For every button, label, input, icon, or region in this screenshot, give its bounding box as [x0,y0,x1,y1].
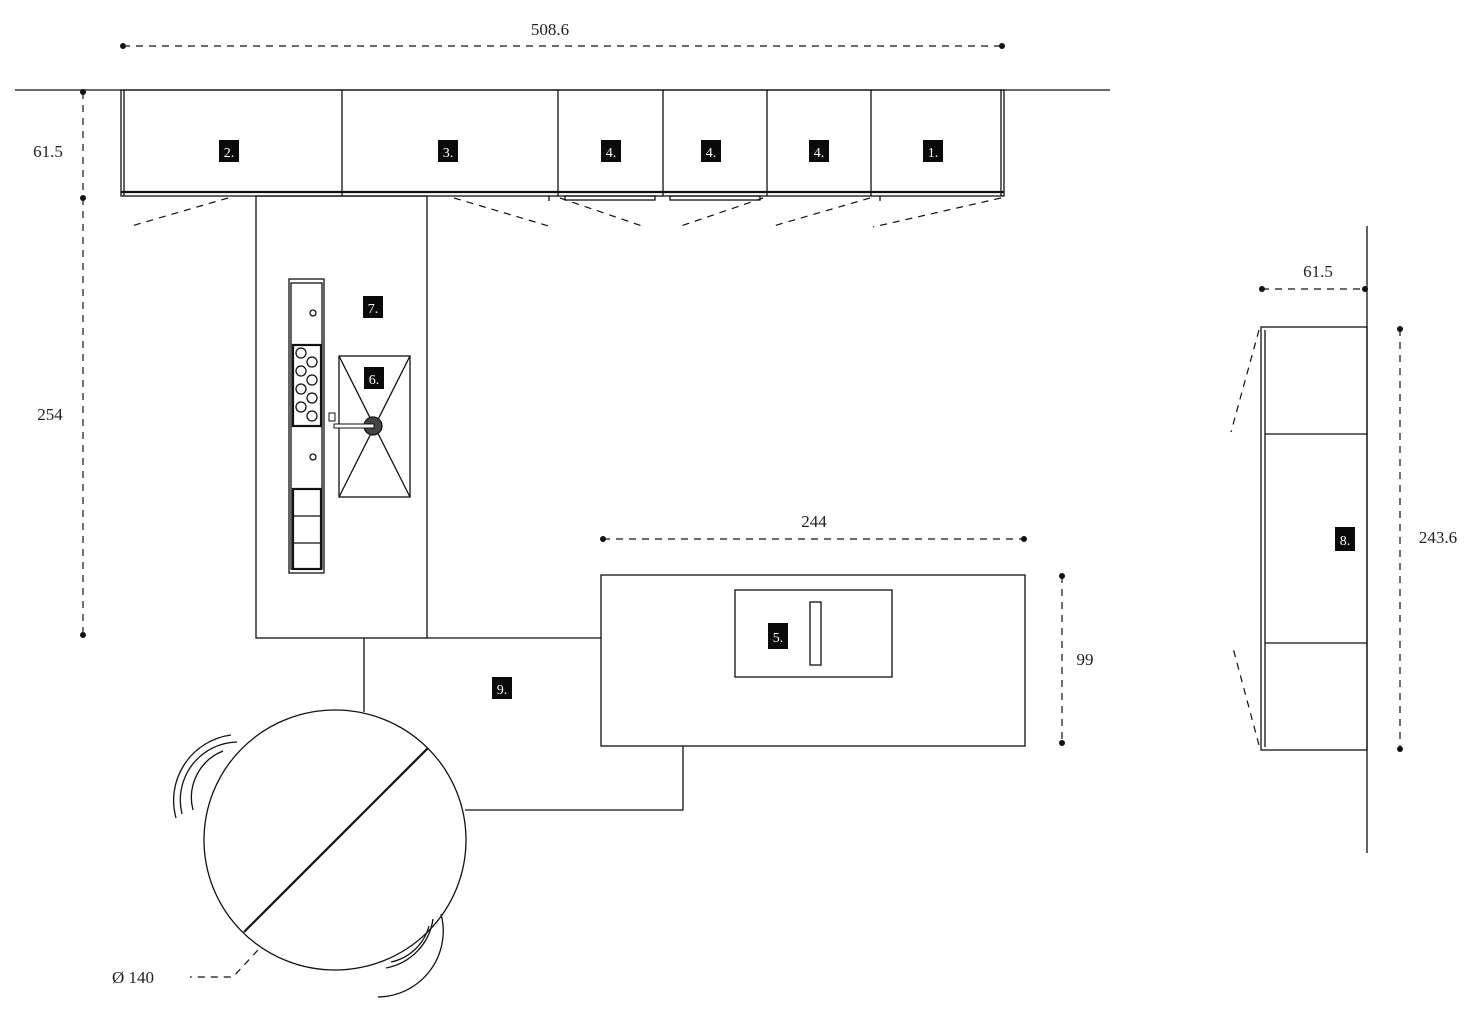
label-badge-4: 4. [701,140,721,162]
burner [295,365,307,377]
dimension-endpoint [1059,740,1065,746]
dimension-label: Ø 140 [112,968,154,987]
door-swing [1232,647,1260,746]
dimension-endpoint [80,632,86,638]
island-outline [600,574,1026,747]
cooktop-strip [288,278,325,574]
dimension-endpoint [80,195,86,201]
chair-back [173,734,232,819]
burner [295,401,307,413]
label-badge-4: 4. [601,140,621,162]
dimension-endpoint [80,89,86,95]
label-badge-1: 1. [923,140,943,162]
dimension-label: 254 [37,405,63,424]
dimension-endpoint [120,43,126,49]
dimension-label: 508.6 [531,20,569,39]
burner [295,347,307,359]
badge-text: 1. [928,146,939,161]
faucet-icon [333,423,375,429]
drawer-insert [291,487,323,571]
door-swing [453,197,553,228]
badge-text: 8. [1340,534,1351,549]
badge-text: 2. [224,146,235,161]
badge-text: 4. [814,146,825,161]
knob [309,453,317,461]
label-badge-7: 7. [363,296,383,318]
back-wall-run [15,89,1110,228]
dimension-label: 61.5 [33,142,63,161]
dimension-tall-unit-depth: 61.5 [1259,262,1368,292]
door-swing [127,197,229,228]
counter-edge [465,746,684,811]
faucet-base [328,412,336,422]
dimension-endpoint [1259,286,1265,292]
badge-text: 4. [606,146,617,161]
label-badge-5: 5. [768,623,788,649]
door-swing [677,197,764,228]
burner [295,383,307,395]
peninsula-outline [255,195,428,639]
dimension-endpoint [600,536,606,542]
dimension-endpoint [1362,286,1368,292]
label-badge-8: 8. [1335,527,1355,551]
burner-panel [291,343,323,428]
door-swing [872,197,1002,228]
dimension-endpoint [1397,326,1403,332]
dimension-leader [190,949,259,978]
dimension-back-wall-length: 508.6 [120,20,1005,49]
table-split-line [243,747,429,933]
badge-text: 9. [497,683,508,698]
dimension-endpoint [999,43,1005,49]
label-badge-6: 6. [364,367,384,389]
door-swing [559,197,646,228]
dimension-tall-unit-length: 243.6 [1397,326,1457,752]
tall-unit [1230,226,1368,853]
burner [306,392,318,404]
dimension-label: 99 [1077,650,1094,669]
drawer-handle [564,195,656,201]
label-badge-4: 4. [809,140,829,162]
chair-seat [390,925,430,963]
dimension-label: 61.5 [1303,262,1333,281]
knob [309,309,317,317]
badge-text: 6. [369,373,380,388]
chair [385,918,434,969]
chair-back [377,913,444,998]
dimension-label: 244 [801,512,827,531]
drawer-handle [669,195,761,201]
dimension-island-length: 244 [600,512,1027,542]
badge-text: 7. [368,302,379,317]
dining-table: Ø 140 [112,709,467,998]
burner [306,356,318,368]
chair [179,741,238,815]
dimension-label: 243.6 [1419,528,1457,547]
dimension-endpoint [1021,536,1027,542]
dimension-endpoint [1059,573,1065,579]
label-badge-2: 2. [219,140,239,162]
peninsula [255,195,428,639]
island [600,574,1026,747]
badge-text: 5. [773,631,784,646]
burner [306,410,318,422]
dimension-endpoint [1397,746,1403,752]
hob [734,589,893,678]
table-top [203,709,467,971]
label-badge-3: 3. [438,140,458,162]
tall-unit-outline [1260,326,1368,751]
chair-seat [190,750,224,811]
badge-text: 4. [706,146,717,161]
label-badge-9: 9. [492,677,512,699]
wall-cabinets-outline [120,89,1005,197]
dimension-island-depth: 99 [1059,573,1094,746]
badge-text: 3. [443,146,454,161]
hob-vent [809,601,822,666]
counter-9 [363,637,684,811]
dimension-left-side: 61.5 254 [33,89,86,638]
door-swing [1230,329,1260,433]
burner [306,374,318,386]
door-swing [769,197,871,228]
